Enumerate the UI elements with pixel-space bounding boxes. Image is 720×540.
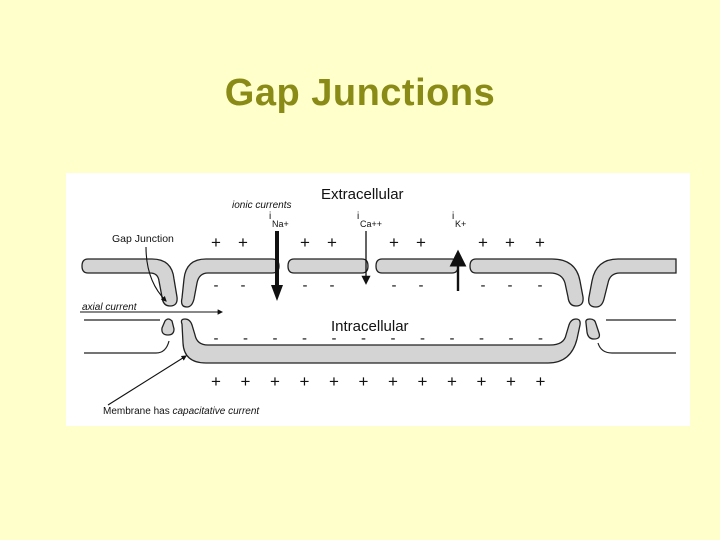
membrane-left-top [81,258,178,307]
plus-sign: + [477,372,487,391]
minus-sign: - [391,330,396,347]
bottom-lines [84,319,676,354]
plus-sign: + [505,233,515,252]
minus-sign: - [241,277,246,294]
current-na-sub: Na+ [272,219,289,229]
top-membrane [81,258,677,308]
current-ca-base: i [357,211,359,222]
plus-sign: + [416,233,426,252]
minus-sign: - [330,277,335,294]
plus-sign: + [238,233,248,252]
extracellular-label: Extracellular [321,186,404,203]
current-k-base: i [452,211,454,222]
plus-sign: + [389,233,399,252]
minus-sign: - [243,330,248,347]
plus-sign: + [241,372,251,391]
upper-minus-signs: --------- [214,277,543,294]
intracellular-label: Intracellular [331,318,409,335]
membrane-center-bottom [180,318,581,364]
plus-sign: + [329,372,339,391]
plus-sign: + [359,372,369,391]
minus-sign: - [332,330,337,347]
minus-sign: - [419,277,424,294]
plus-sign: + [506,372,516,391]
plus-sign: + [211,372,221,391]
minus-sign: - [214,277,219,294]
minus-sign: - [302,330,307,347]
gap-junction-label: Gap Junction [112,233,174,245]
minus-sign: - [481,277,486,294]
current-ca-sub: Ca++ [360,219,382,229]
minus-sign: - [479,330,484,347]
minus-sign: - [214,330,219,347]
slide-title: Gap Junctions [224,72,496,114]
current-na-base: i [269,211,271,222]
current-k-sub: K+ [455,219,466,229]
minus-sign: - [509,330,514,347]
minus-sign: - [361,330,366,347]
minus-sign: - [392,277,397,294]
left-bottom-line-2 [84,340,170,354]
pointer-lines [80,246,224,406]
membrane-pointer [107,355,187,406]
ionic-currents-label: ionic currents [232,200,291,211]
plus-sign: + [447,372,457,391]
bottom-plus-signs: + + + + + + + + + + + + [211,372,546,391]
plus-sign: + [211,233,221,252]
minus-sign: - [273,330,278,347]
gap-junction-diagram: Extracellular Intracellular ionic curren… [66,173,690,426]
axial-current-label: axial current [82,302,138,313]
membrane-capacitance-label: Membrane has capacitative current [103,406,260,417]
membrane-mid-top-right [375,258,459,274]
plus-sign: + [418,372,428,391]
minus-sign: - [538,277,543,294]
minus-sign: - [508,277,513,294]
current-labels: i Na+ i Ca++ i K+ [269,211,466,229]
plus-sign: + [327,233,337,252]
top-plus-signs: + + + + + + + + + [211,233,545,252]
gap-junction-pointer [145,246,167,302]
plus-sign: + [388,372,398,391]
minus-sign: - [450,330,455,347]
na-current-arrow [271,231,283,301]
lower-minus-signs: ------------ [214,330,544,347]
plus-sign: + [300,372,310,391]
membrane-right-top-a [469,258,584,307]
minus-sign: - [303,277,308,294]
plus-sign: + [478,233,488,252]
plus-sign: + [536,372,546,391]
right-bottom-line-1 [597,342,676,354]
plus-sign: + [270,372,280,391]
membrane-mid-top-left [180,258,280,308]
plus-sign: + [535,233,545,252]
current-arrows [271,231,467,301]
membrane-right-top-b [588,258,677,308]
diagram-svg: Extracellular Intracellular ionic curren… [80,186,677,417]
membrane-label-italic: capacitative current [172,406,260,417]
minus-sign: - [420,330,425,347]
membrane-right-bottom-stub [585,318,601,340]
plus-sign: + [300,233,310,252]
minus-sign: - [538,330,543,347]
membrane-mid-top-center [287,258,369,274]
membrane-label-prefix: Membrane has [103,406,172,417]
bottom-membrane [161,318,601,364]
membrane-left-bottom-stub [161,318,175,336]
